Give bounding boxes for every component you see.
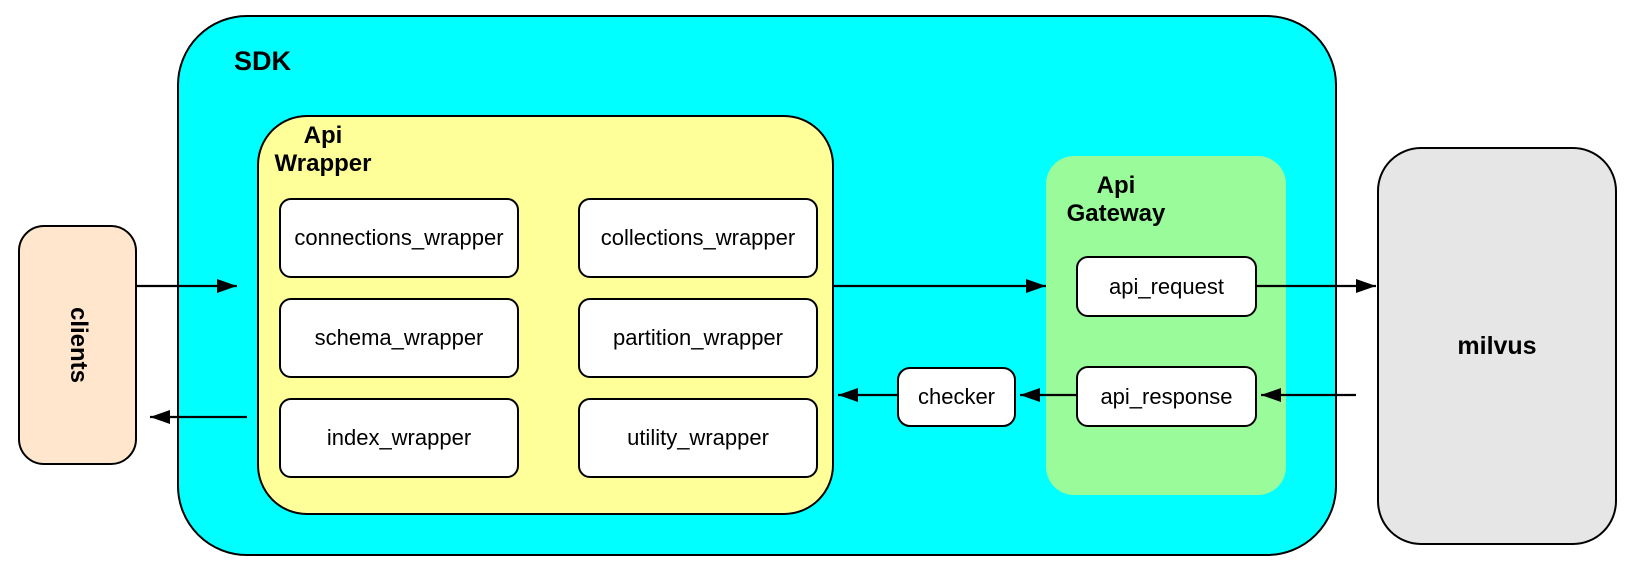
- api-request-node: api_request: [1076, 256, 1257, 317]
- api-wrapper-container: Api Wrapper connections_wrapper collecti…: [257, 115, 834, 515]
- wrapper-box-collections: collections_wrapper: [578, 198, 818, 278]
- clients-node: clients: [18, 225, 137, 465]
- clients-label: clients: [64, 306, 92, 384]
- api-gateway-container: Api Gateway api_request api_response: [1046, 156, 1286, 495]
- checker-node: checker: [897, 367, 1016, 427]
- wrapper-box-index: index_wrapper: [279, 398, 519, 478]
- api-gateway-label: Api Gateway: [1066, 172, 1166, 228]
- wrapper-box-connections: connections_wrapper: [279, 198, 519, 278]
- wrapper-box-utility: utility_wrapper: [578, 398, 818, 478]
- sdk-label: SDK: [234, 46, 292, 76]
- milvus-label: milvus: [1457, 331, 1537, 360]
- api-response-node: api_response: [1076, 366, 1257, 427]
- wrapper-box-partition: partition_wrapper: [578, 298, 818, 378]
- milvus-node: milvus: [1377, 147, 1617, 545]
- wrapper-box-schema: schema_wrapper: [279, 298, 519, 378]
- api-wrapper-label: Api Wrapper: [274, 122, 372, 178]
